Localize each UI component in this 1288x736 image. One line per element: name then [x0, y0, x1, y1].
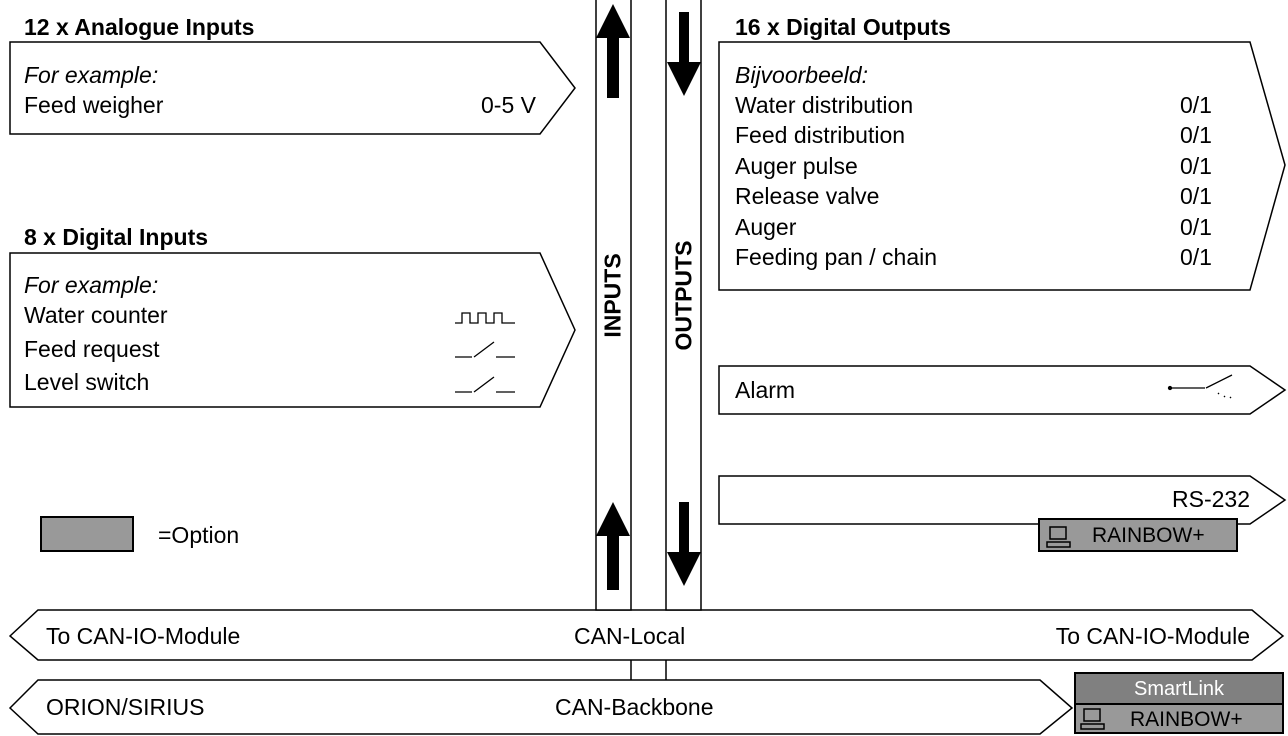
rs232-label: RS-232	[1172, 486, 1250, 512]
digital-out-value: 0/1	[1180, 122, 1212, 148]
outputs-label: OUTPUTS	[670, 240, 697, 351]
digital-inputs-heading: 8 x Digital Inputs	[24, 224, 209, 250]
digital-out-value: 0/1	[1180, 244, 1212, 270]
digital-out-item: Release valve	[735, 183, 880, 209]
digital-in-example-label: For example:	[24, 272, 159, 298]
inputs-up-arrow-bottom	[596, 502, 630, 590]
digital-out-value: 0/1	[1180, 183, 1212, 209]
alarm-label: Alarm	[735, 377, 796, 403]
inputs-label: INPUTS	[599, 253, 626, 338]
digital-out-value: 0/1	[1180, 214, 1212, 240]
switch-icon	[455, 376, 515, 393]
computer-icon	[1046, 526, 1071, 548]
digital-out-item: Auger	[735, 214, 797, 240]
option-legend-swatch	[40, 516, 134, 552]
outputs-down-arrow-top	[667, 12, 701, 96]
smartlink-title: SmartLink	[1133, 678, 1225, 700]
digital-out-item: Water distribution	[735, 92, 914, 118]
digital-in-item: Feed request	[24, 336, 160, 362]
switch-icon	[455, 341, 515, 358]
alarm-box	[718, 365, 1287, 415]
digital-inputs-box	[9, 252, 576, 408]
computer-icon	[1080, 708, 1105, 730]
analogue-item-value: 0-5 V	[481, 92, 536, 118]
can-local-left-label: To CAN-IO-Module	[46, 623, 241, 649]
analogue-inputs-heading: 12 x Analogue Inputs	[24, 14, 255, 40]
analogue-item-name: Feed weigher	[24, 92, 164, 118]
can-local-bus	[8, 609, 1285, 661]
inputs-up-arrow-top	[596, 4, 630, 98]
option-legend-label: =Option	[158, 522, 240, 548]
smartlink-rainbow-label: RAINBOW+	[1130, 708, 1243, 731]
can-backbone-bus	[8, 679, 1074, 735]
digital-out-item: Feed distribution	[735, 122, 906, 148]
rs232-rainbow-option: RAINBOW+	[1038, 518, 1238, 552]
digital-out-item: Feeding pan / chain	[735, 244, 938, 270]
pulse-train-icon	[455, 312, 515, 324]
rs232-rainbow-label: RAINBOW+	[1092, 524, 1205, 547]
can-backbone-center-label: CAN-Backbone	[555, 694, 714, 720]
digital-out-item: Auger pulse	[735, 153, 858, 179]
relay-contact-icon	[1167, 374, 1233, 399]
smartlink-box: SmartLink RAINBOW+	[1074, 672, 1284, 734]
analogue-example-label: For example:	[24, 62, 159, 88]
digital-outputs-heading: 16 x Digital Outputs	[735, 14, 951, 40]
digital-out-value: 0/1	[1180, 92, 1212, 118]
outputs-down-arrow-bottom	[667, 502, 701, 586]
digital-outputs-box	[718, 41, 1286, 291]
digital-out-example-label: Bijvoorbeeld:	[735, 62, 868, 88]
digital-in-item: Water counter	[24, 302, 168, 328]
can-local-right-label: To CAN-IO-Module	[1055, 623, 1250, 649]
analogue-inputs-box	[9, 41, 576, 135]
rs232-box	[718, 475, 1287, 525]
can-local-center-label: CAN-Local	[574, 623, 686, 649]
digital-out-value: 0/1	[1180, 153, 1212, 179]
can-backbone-left-label: ORION/SIRIUS	[46, 694, 205, 720]
digital-in-item: Level switch	[24, 369, 150, 395]
